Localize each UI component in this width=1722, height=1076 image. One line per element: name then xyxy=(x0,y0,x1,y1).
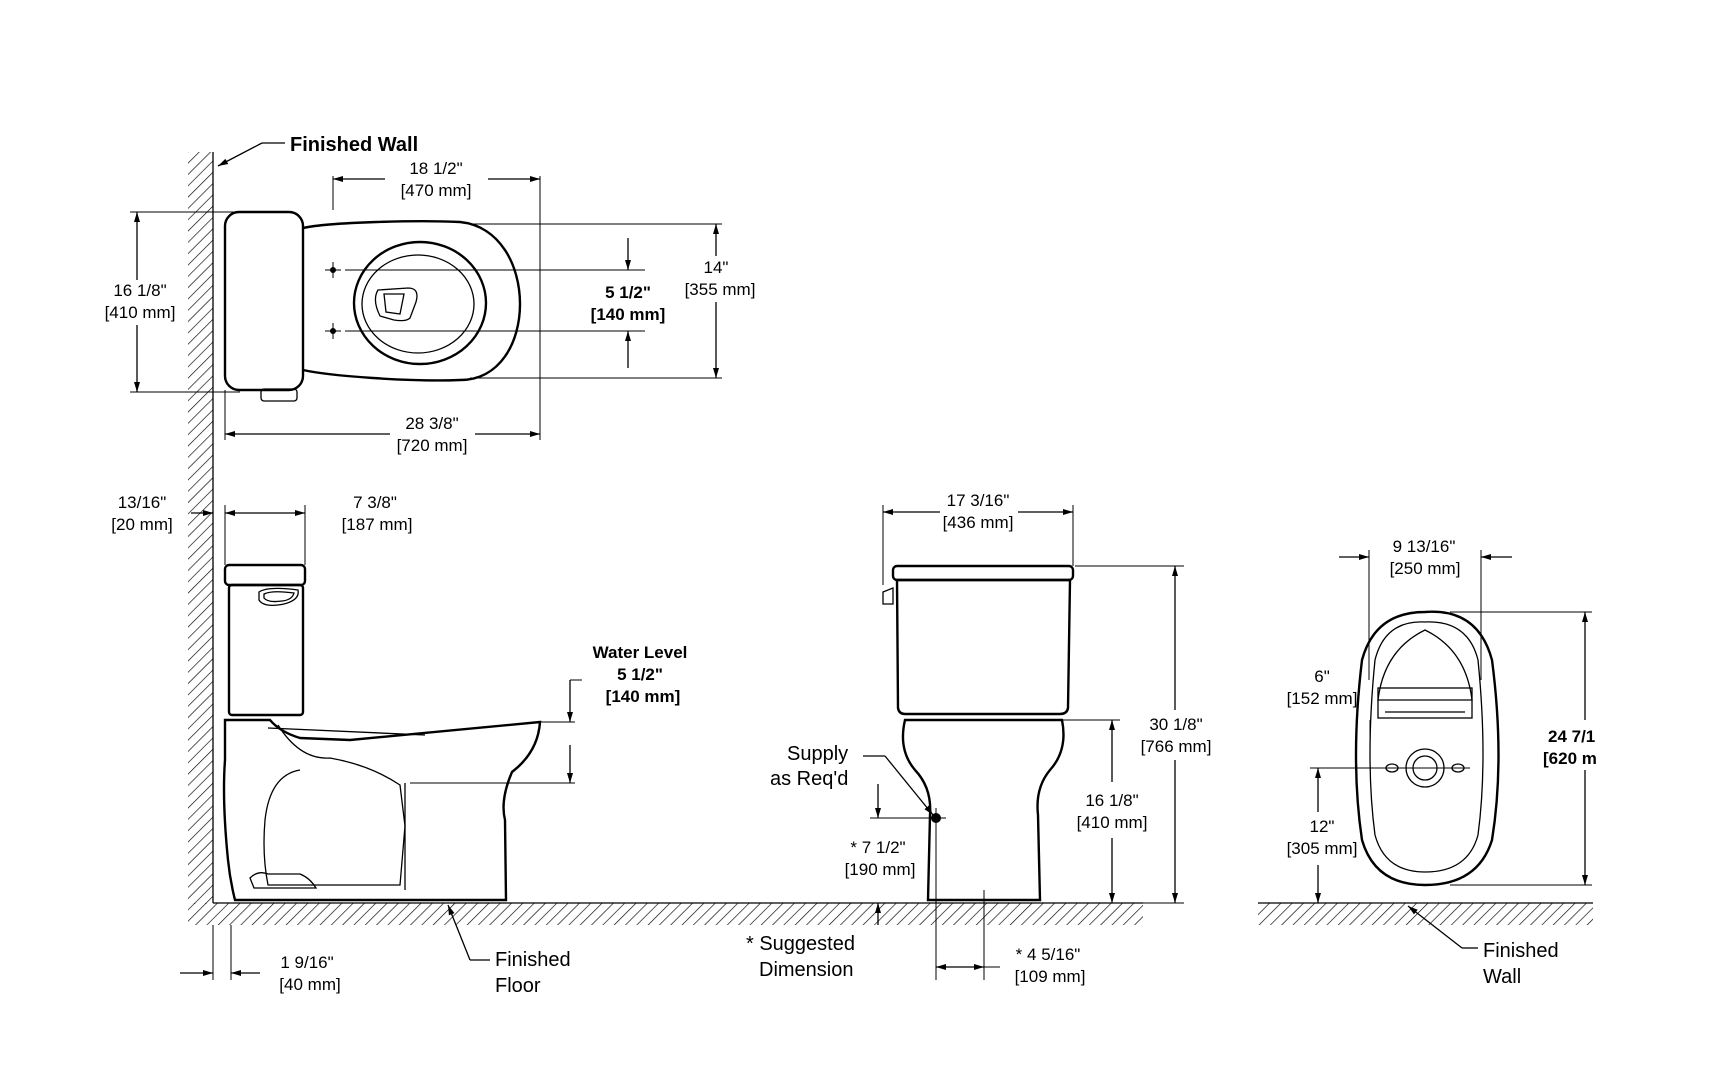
svg-text:[410 mm]: [410 mm] xyxy=(105,303,176,322)
svg-text:* 4 5/16": * 4 5/16" xyxy=(1016,945,1081,964)
water-level-label: Water Level xyxy=(593,643,688,662)
svg-text:[436 mm]: [436 mm] xyxy=(943,513,1014,532)
svg-text:Finished: Finished xyxy=(495,949,571,971)
tank-lid-side xyxy=(223,563,307,587)
dim-seat-height: 16 1/8" [410 mm] xyxy=(1062,719,1148,903)
dim-bowl-width: 14" [355 mm] xyxy=(470,223,756,379)
finished-floor-hatch-right xyxy=(1258,902,1593,925)
flush-lever-front xyxy=(882,587,894,605)
flush-lever-top xyxy=(260,388,298,402)
finished-wall-hatch xyxy=(188,152,214,904)
bowl-rim-bottom xyxy=(1377,629,1473,701)
svg-text:30 1/8": 30 1/8" xyxy=(1149,715,1202,734)
svg-text:[152 mm]: [152 mm] xyxy=(1287,689,1358,708)
dim-top-width: 18 1/2" [470 mm] xyxy=(332,159,541,440)
dim-supply-offset: * 4 5/16" [109 mm] xyxy=(935,825,1086,986)
bowl-outline-top xyxy=(302,220,522,382)
dim-tank-width: 17 3/16" [436 mm] xyxy=(882,491,1074,585)
svg-text:[720 mm]: [720 mm] xyxy=(397,436,468,455)
top-view xyxy=(223,210,645,402)
dim-rough-in: 1 9/16" [40 mm] xyxy=(180,925,341,994)
dim-bowl-top-width: 9 13/16" [250 mm] xyxy=(1339,537,1512,680)
svg-text:7 3/8": 7 3/8" xyxy=(353,493,397,512)
svg-text:5 1/2": 5 1/2" xyxy=(617,665,663,684)
bowl-drain-top xyxy=(374,287,418,322)
svg-text:Supply: Supply xyxy=(787,743,848,765)
dim-wall-gap: 13/16" [20 mm] xyxy=(111,493,226,565)
svg-text:13/16": 13/16" xyxy=(118,493,167,512)
svg-text:[187 mm]: [187 mm] xyxy=(342,515,413,534)
side-view xyxy=(222,563,542,902)
dim-overall-height: 30 1/8" [766 mm] xyxy=(1075,565,1212,904)
bowl-outer-bottom xyxy=(1354,610,1500,887)
svg-text:24 7/1: 24 7/1 xyxy=(1548,727,1595,746)
svg-text:5 1/2": 5 1/2" xyxy=(605,283,651,302)
svg-text:[140 mm]: [140 mm] xyxy=(591,305,666,324)
bowl-inner-top xyxy=(361,254,475,354)
svg-text:18 1/2": 18 1/2" xyxy=(409,159,462,178)
svg-text:16 1/8": 16 1/8" xyxy=(113,281,166,300)
finished-floor-hatch-left xyxy=(188,902,1143,925)
finished-wall-label: Finished Wall xyxy=(290,134,418,156)
svg-text:[190 mm]: [190 mm] xyxy=(845,860,916,879)
svg-text:[305 mm]: [305 mm] xyxy=(1287,839,1358,858)
suggested-dimension-note: * Suggested Dimension xyxy=(746,933,855,981)
mounting-plate xyxy=(1377,687,1473,719)
trapway-side xyxy=(263,724,406,886)
bowl-rim-top xyxy=(352,240,488,366)
tank-lid-front xyxy=(891,564,1075,582)
seat-line xyxy=(267,727,426,736)
bowl-side xyxy=(222,718,542,902)
svg-text:* 7 1/2": * 7 1/2" xyxy=(850,838,905,857)
dim-outlet-offset: 6" [152 mm] xyxy=(1287,667,1371,768)
svg-text:Floor: Floor xyxy=(495,975,541,997)
svg-text:6": 6" xyxy=(1314,667,1330,686)
svg-text:12": 12" xyxy=(1310,817,1335,836)
svg-text:[355 mm]: [355 mm] xyxy=(685,280,756,299)
svg-text:28 3/8": 28 3/8" xyxy=(405,414,458,433)
svg-text:1 9/16": 1 9/16" xyxy=(280,953,333,972)
dim-outlet-height: 12" [305 mm] xyxy=(1287,767,1380,903)
svg-text:[620 m: [620 m xyxy=(1543,749,1597,768)
svg-text:* Suggested: * Suggested xyxy=(746,933,855,955)
svg-text:[140 mm]: [140 mm] xyxy=(606,687,681,706)
svg-text:[109 mm]: [109 mm] xyxy=(1015,967,1086,986)
front-view xyxy=(882,564,1075,902)
tank-side xyxy=(227,583,305,717)
finished-wall-right-leader: Finished Wall xyxy=(1407,905,1559,988)
tank-front xyxy=(895,578,1072,716)
svg-text:Dimension: Dimension xyxy=(759,959,853,981)
svg-text:[250 mm]: [250 mm] xyxy=(1390,559,1461,578)
finished-wall-leader: Finished Wall xyxy=(217,134,418,167)
dim-bolt-spacing: 5 1/2" [140 mm] xyxy=(591,238,666,368)
svg-text:16 1/8": 16 1/8" xyxy=(1085,791,1138,810)
dim-supply-height: * 7 1/2" [190 mm] xyxy=(845,784,935,925)
bolt-marks xyxy=(325,262,645,339)
svg-text:[40 mm]: [40 mm] xyxy=(279,975,340,994)
svg-text:[410 mm]: [410 mm] xyxy=(1077,813,1148,832)
dim-overall-length: 28 3/8" [720 mm] xyxy=(224,390,540,455)
flush-handle-side xyxy=(258,587,299,606)
bowl-front xyxy=(901,718,1065,902)
svg-text:17 3/16": 17 3/16" xyxy=(947,491,1010,510)
svg-text:14": 14" xyxy=(704,258,729,277)
supply-leader: Supply as Req'd xyxy=(770,743,934,816)
svg-text:[470 mm]: [470 mm] xyxy=(401,181,472,200)
bowl-bottom-view xyxy=(1354,610,1500,887)
finished-floor-leader: Finished Floor xyxy=(447,904,571,997)
svg-text:as Req'd: as Req'd xyxy=(770,768,848,790)
dim-tank-depth: 7 3/8" [187 mm] xyxy=(225,493,412,565)
svg-text:[20 mm]: [20 mm] xyxy=(111,515,172,534)
dim-top-depth: 16 1/8" [410 mm] xyxy=(105,211,240,393)
svg-text:[766 mm]: [766 mm] xyxy=(1141,737,1212,756)
tank-top xyxy=(223,210,305,392)
dim-water-level: Water Level 5 1/2" [140 mm] xyxy=(410,643,688,784)
svg-text:Finished: Finished xyxy=(1483,940,1559,962)
svg-text:9 13/16": 9 13/16" xyxy=(1393,537,1456,556)
dim-bowl-length: 24 7/1 [620 m xyxy=(1450,611,1597,886)
svg-text:Wall: Wall xyxy=(1483,966,1521,988)
